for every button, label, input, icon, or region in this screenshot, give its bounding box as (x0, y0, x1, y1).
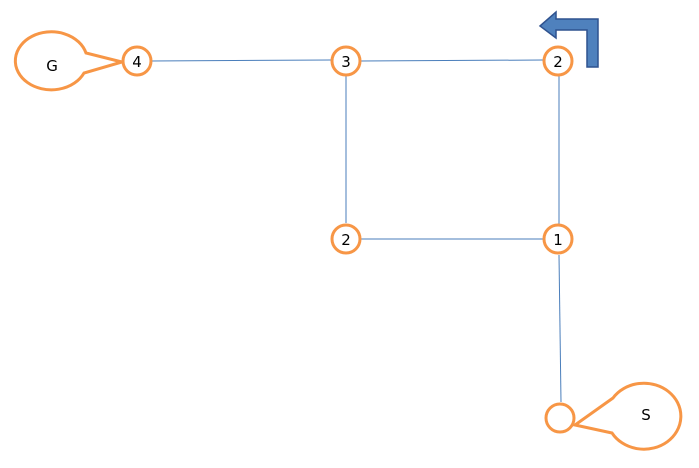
goal-label: G (46, 57, 58, 75)
node-4: 4 (121, 45, 153, 77)
goal-callout: G (13, 30, 128, 92)
start-callout: S (571, 381, 683, 451)
node-3: 3 (330, 45, 362, 77)
edge-3-2top (359, 59, 544, 62)
edge-4-3 (149, 59, 332, 62)
node-4-label: 4 (132, 53, 142, 71)
start-callout-bubble (571, 381, 683, 451)
start-label: S (641, 406, 651, 424)
node-2-mid: 2 (330, 223, 362, 255)
edges (149, 59, 562, 403)
node-1-label: 1 (553, 231, 563, 249)
edge-1-start (558, 254, 562, 403)
node-2-top: 2 (542, 45, 574, 77)
node-1: 1 (542, 223, 574, 255)
goal-callout-bubble (13, 30, 128, 92)
node-3-label: 3 (341, 53, 351, 71)
u-turn-left-arrow-icon (538, 10, 599, 68)
start-node (544, 402, 576, 434)
node-2-mid-label: 2 (341, 231, 351, 249)
node-2-top-label: 2 (553, 53, 563, 71)
